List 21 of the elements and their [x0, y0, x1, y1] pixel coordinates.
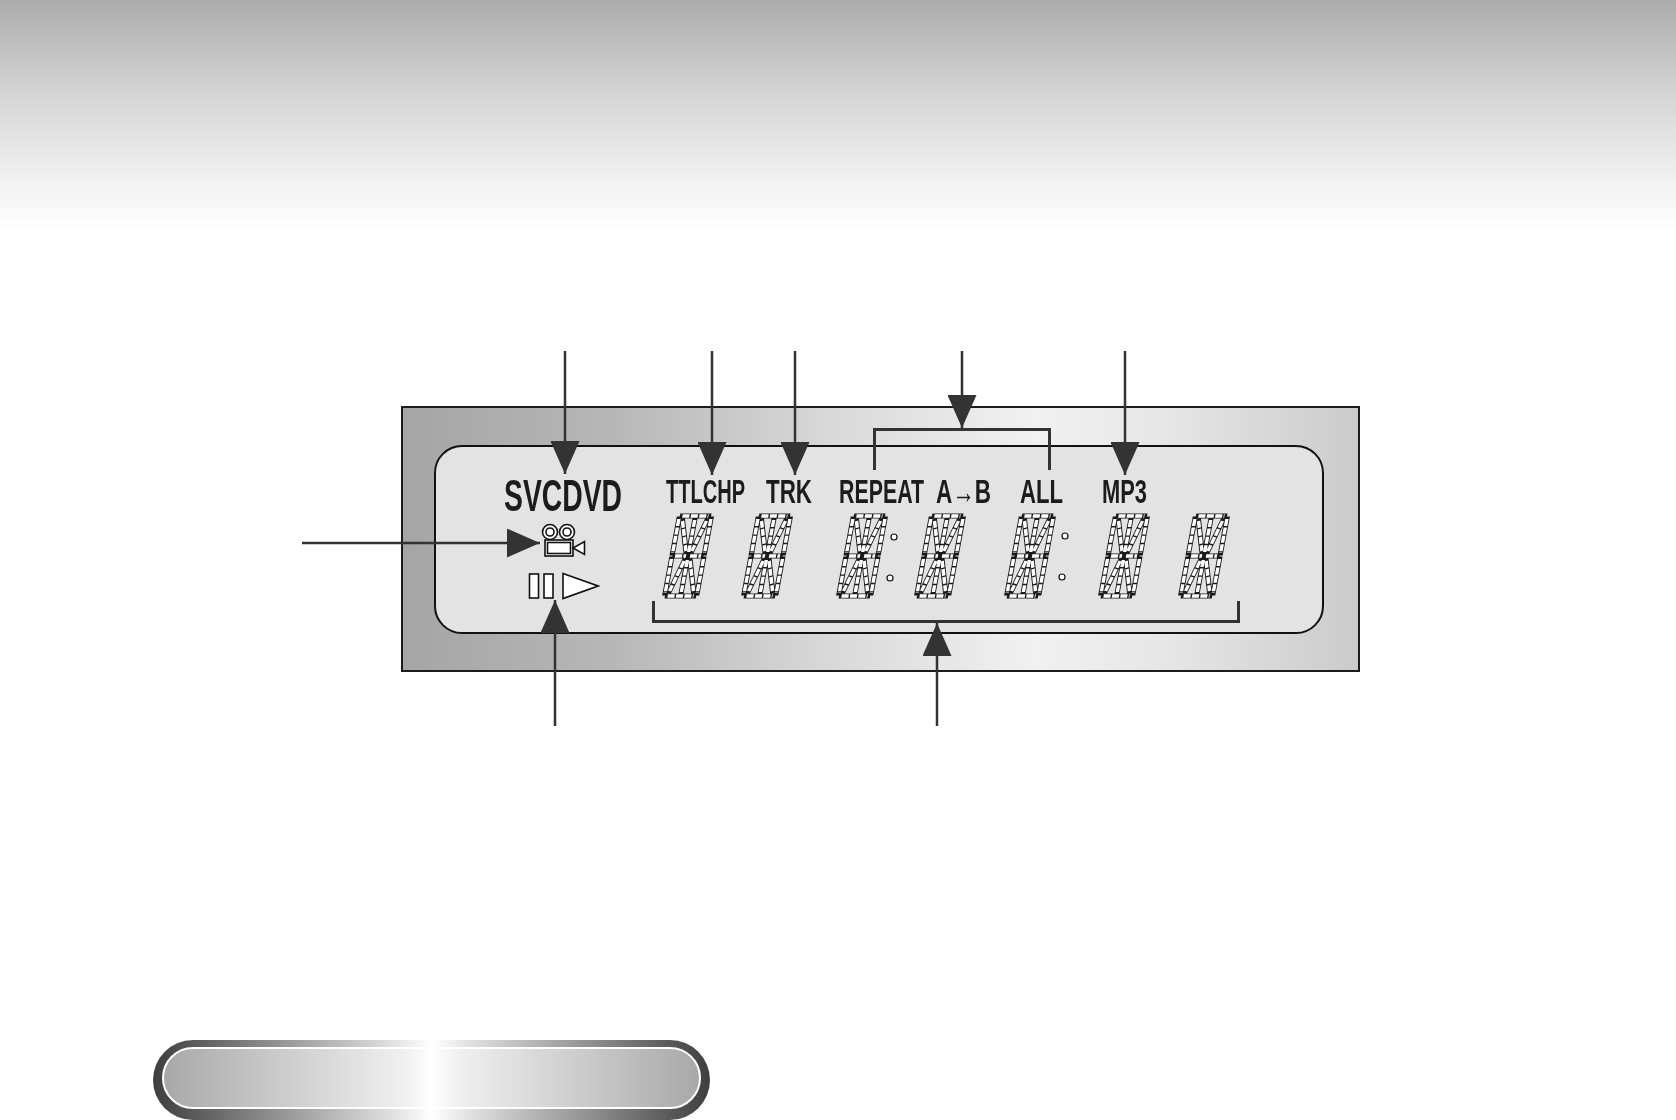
leader-arrow [947, 351, 977, 428]
display-frame [401, 406, 1360, 672]
indicator-label: REPEAT [839, 475, 924, 508]
indicator-label: TTLCHP [666, 475, 745, 508]
leader-arrow [550, 351, 580, 474]
leader-arrow [540, 600, 570, 726]
indicator-label: ALL [1020, 475, 1063, 508]
pause-play-icon [528, 572, 600, 600]
indicator-label: TRK [766, 475, 812, 508]
indicator-label: MP3 [1102, 475, 1147, 508]
indicator-label: A→B [936, 475, 991, 508]
leader-arrow [697, 351, 727, 475]
leader-arrow [1110, 351, 1140, 475]
bracket [873, 428, 1051, 470]
leader-arrow [922, 623, 952, 726]
leader-arrow [780, 351, 810, 475]
movie-camera-icon [540, 523, 586, 558]
display-window [434, 445, 1324, 634]
bracket [652, 601, 1240, 623]
indicator-label: SVCDVD [504, 474, 622, 518]
leader-arrow [302, 528, 540, 558]
